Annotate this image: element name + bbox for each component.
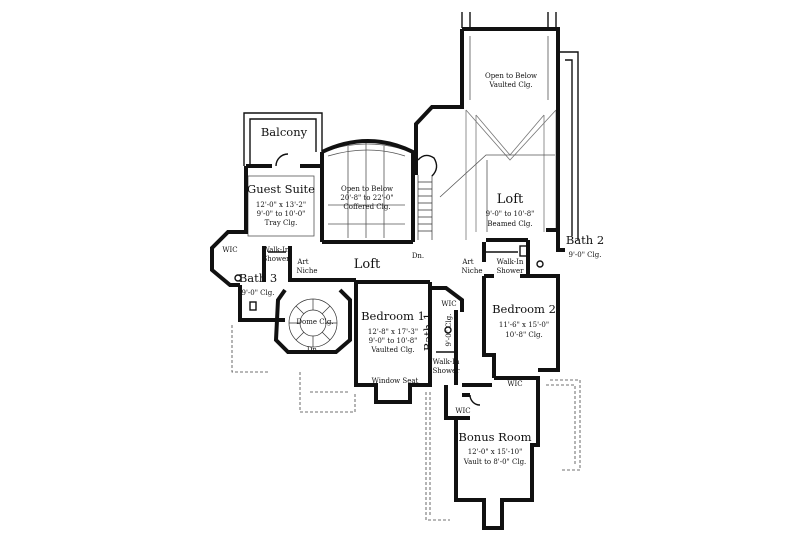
- bath-1-name: Bath 1: [421, 313, 435, 351]
- guest-suite-ceiling1: 9'-0" to 10'-0": [257, 210, 306, 218]
- dome-ceiling-label: Dome Clg.: [296, 318, 333, 326]
- guest-suite-ceiling2: Tray Clg.: [265, 219, 298, 227]
- shower-label-bath1: Shower: [433, 367, 461, 375]
- open-below-right-labels: Open to Below Vaulted Clg.: [485, 72, 537, 89]
- fixtures: [234, 153, 544, 406]
- bedroom-1-labels: Bedroom 1 12'-8" x 17'-3" 9'-0" to 10'-8…: [361, 309, 425, 385]
- guest-suite-name: Guest Suite: [247, 182, 315, 196]
- bedroom-2-dims: 11'-6" x 15'-0": [499, 321, 549, 329]
- open-below-left-line2: 20'-8" to 22'-0": [340, 194, 393, 202]
- spiral-stair: [288, 298, 338, 348]
- bonus-room-dims: 12'-0" x 15'-10": [468, 448, 523, 456]
- walls: [210, 27, 565, 530]
- bath-2-ceiling: 9'-0" Clg.: [569, 251, 602, 259]
- bedroom-1-dims: 12'-8" x 17'-3": [368, 328, 418, 336]
- guest-suite-dims: 12'-0" x 13'-2": [256, 201, 306, 209]
- niche-label-left: Niche: [297, 267, 318, 275]
- walk-in-label-guest: Walk-In: [263, 246, 290, 254]
- walk-in-label-bedroom2: Walk-In: [497, 258, 524, 266]
- stair-down-label: Dn.: [412, 252, 424, 260]
- bath-3-labels: Bath 3 9'-0" Clg.: [239, 271, 277, 297]
- open-below-left-line3: Coffered Clg.: [343, 203, 390, 211]
- walk-in-shower-bedroom2: Walk-In Shower: [497, 258, 525, 275]
- loft-main-label: Loft: [354, 257, 381, 272]
- balcony-label: Balcony: [261, 125, 308, 139]
- bedroom-2-name: Bedroom 2: [492, 302, 556, 316]
- dome-down-label: Dn.: [307, 346, 319, 354]
- niche-label-right: Niche: [462, 267, 483, 275]
- wic-label-bedroom2: WIC: [507, 380, 522, 388]
- art-label-left: Art: [296, 258, 308, 266]
- walk-in-shower-guest: Walk-In Shower: [263, 246, 291, 263]
- bonus-room-name: Bonus Room: [458, 430, 531, 444]
- art-niche-right: Art Niche: [461, 258, 482, 275]
- main-stair: [417, 154, 438, 240]
- loft-upper-ceiling2: Beamed Clg.: [487, 220, 532, 228]
- shower-label-bedroom2: Shower: [497, 267, 525, 275]
- open-below-left-line1: Open to Below: [341, 185, 393, 193]
- shower-label-guest: Shower: [263, 255, 291, 263]
- bedroom-1-ceiling2: Vaulted Clg.: [370, 346, 414, 354]
- bath-1-ceiling: 9'-0" Clg.: [445, 314, 453, 347]
- art-niche-left: Art Niche: [296, 258, 317, 275]
- bedroom-1-window-seat: Window Seat: [372, 377, 419, 385]
- bonus-room-labels: Bonus Room 12'-0" x 15'-10" Vault to 8'-…: [458, 430, 531, 466]
- bedroom-2-labels: Bedroom 2 11'-6" x 15'-0" 10'-8" Clg.: [492, 302, 556, 339]
- bath-2-name: Bath 2: [566, 233, 604, 247]
- bedroom-1-name: Bedroom 1: [361, 309, 425, 323]
- wic-label-guest: WIC: [222, 246, 237, 254]
- guest-suite-labels: Guest Suite 12'-0" x 13'-2" 9'-0" to 10'…: [247, 182, 315, 227]
- bath-2-labels: Bath 2 9'-0" Clg.: [566, 233, 604, 259]
- bath-1-labels: Bath 1 9'-0" Clg.: [421, 313, 453, 351]
- bedroom-2-ceiling: 10'-8" Clg.: [505, 331, 542, 339]
- walk-in-label-bath1: Walk-In: [433, 358, 460, 366]
- open-below-right-line2: Vaulted Clg.: [488, 81, 532, 89]
- bath-3-ceiling: 9'-0" Clg.: [242, 289, 275, 297]
- bonus-room-ceiling: Vault to 8'-0" Clg.: [463, 458, 527, 466]
- dome-labels: Dome Clg. Dn.: [296, 318, 333, 354]
- loft-upper-labels: Loft 9'-0" to 10'-8" Beamed Clg.: [486, 192, 535, 228]
- open-below-left-labels: Open to Below 20'-8" to 22'-0" Coffered …: [340, 185, 393, 211]
- loft-upper-name: Loft: [497, 192, 524, 207]
- exterior-context-lines: [231, 12, 581, 521]
- open-below-right-line1: Open to Below: [485, 72, 537, 80]
- bedroom-1-ceiling1: 9'-0" to 10'-8": [369, 337, 418, 345]
- art-label-right: Art: [461, 258, 473, 266]
- walk-in-shower-bath1: Walk-In Shower: [433, 358, 461, 375]
- bath-3-name: Bath 3: [239, 271, 277, 285]
- wic-label-bonus: WIC: [455, 407, 470, 415]
- wic-label-bath1: WIC: [441, 300, 456, 308]
- loft-upper-ceiling1: 9'-0" to 10'-8": [486, 210, 535, 218]
